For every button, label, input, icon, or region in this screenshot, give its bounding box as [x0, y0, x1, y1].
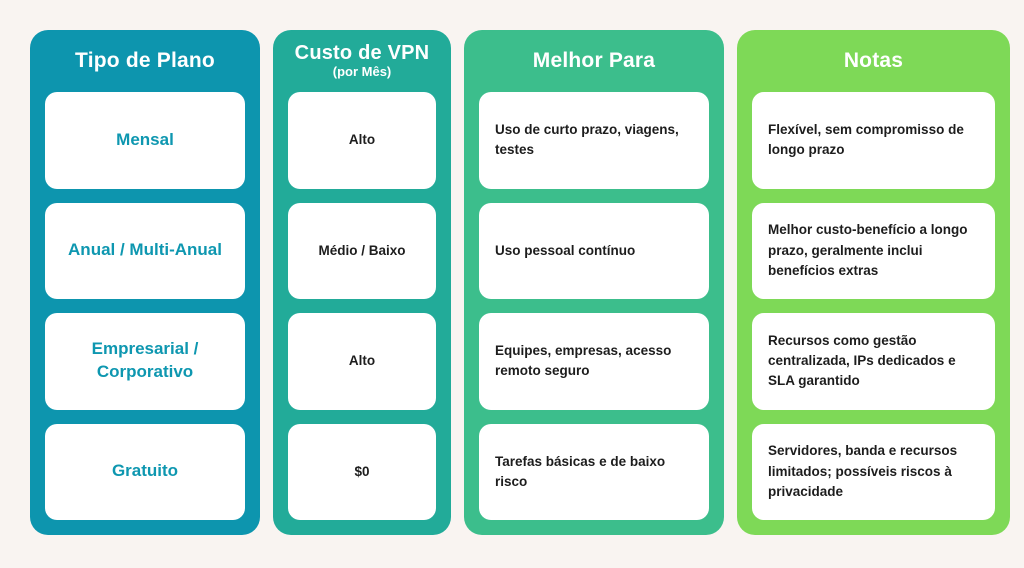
- cell-plan-row-1: Anual / Multi-Anual: [45, 202, 245, 299]
- cell-text: Uso de curto prazo, viagens, testes: [495, 122, 679, 158]
- cell-notas-row-3: Servidores, banda e recursos limitados; …: [752, 423, 995, 520]
- column-title: Melhor Para: [532, 49, 656, 73]
- cell-notas-row-1: Melhor custo-benefício a longo prazo, ge…: [752, 202, 995, 299]
- cell-text: Equipes, empresas, acesso remoto seguro: [495, 343, 672, 379]
- cell-melhor-row-1: Uso pessoal contínuo: [479, 202, 709, 299]
- column-cards: Mensal Anual / Multi-Anual Empresarial /…: [45, 92, 245, 520]
- cell-plan-row-0: Mensal: [45, 92, 245, 189]
- cell-text: Tarefas básicas e de baixo risco: [495, 453, 666, 489]
- cell-text: Alto: [348, 353, 376, 369]
- column-cards: Uso de curto prazo, viagens, testes Uso …: [479, 92, 709, 520]
- cell-text: Empresarial / Corporativo: [91, 339, 199, 382]
- column-header-tipo-de-plano: Tipo de Plano: [45, 30, 245, 92]
- cell-text: Anual / Multi-Anual: [68, 240, 222, 260]
- cell-text: Flexível, sem compromisso de longo prazo: [768, 122, 964, 158]
- cell-melhor-row-0: Uso de curto prazo, viagens, testes: [479, 92, 709, 189]
- cell-notas-row-0: Flexível, sem compromisso de longo prazo: [752, 92, 995, 189]
- column-header-custo-de-vpn: Custo de VPN (por Mês): [288, 30, 436, 92]
- cell-text: Gratuito: [111, 461, 179, 481]
- cell-custo-row-0: Alto: [288, 92, 436, 189]
- column-melhor-para: Melhor Para Uso de curto prazo, viagens,…: [464, 30, 724, 535]
- cell-melhor-row-3: Tarefas básicas e de baixo risco: [479, 423, 709, 520]
- column-header-melhor-para: Melhor Para: [479, 30, 709, 92]
- cell-text: Médio / Baixo: [318, 242, 406, 258]
- column-tipo-de-plano: Tipo de Plano Mensal Anual / Multi-Anual…: [30, 30, 260, 535]
- cell-custo-row-3: $0: [288, 423, 436, 520]
- cell-custo-row-1: Médio / Baixo: [288, 202, 436, 299]
- cell-text: Uso pessoal contínuo: [495, 242, 636, 258]
- cell-melhor-row-2: Equipes, empresas, acesso remoto seguro: [479, 313, 709, 410]
- cell-text: Mensal: [116, 129, 174, 149]
- cell-text: Servidores, banda e recursos limitados; …: [768, 443, 958, 499]
- column-header-notas: Notas: [752, 30, 995, 92]
- column-title: Notas: [843, 49, 904, 73]
- column-cards: Flexível, sem compromisso de longo prazo…: [752, 92, 995, 520]
- cell-text: Melhor custo-benefício a longo prazo, ge…: [768, 222, 968, 278]
- column-custo-de-vpn: Custo de VPN (por Mês) Alto Médio / Baix…: [273, 30, 451, 535]
- cell-text: Recursos como gestão centralizada, IPs d…: [768, 332, 956, 389]
- column-title: Custo de VPN: [294, 42, 430, 65]
- column-cards: Alto Médio / Baixo Alto $0: [288, 92, 436, 520]
- cell-plan-row-3: Gratuito: [45, 423, 245, 520]
- cell-text: $0: [354, 463, 370, 479]
- cell-notas-row-2: Recursos como gestão centralizada, IPs d…: [752, 313, 995, 410]
- cell-custo-row-2: Alto: [288, 313, 436, 410]
- column-notas: Notas Flexível, sem compromisso de longo…: [737, 30, 1010, 535]
- column-subtitle: (por Mês): [332, 64, 392, 80]
- cell-text: Alto: [348, 132, 376, 148]
- cell-plan-row-2: Empresarial / Corporativo: [45, 313, 245, 410]
- column-title: Tipo de Plano: [75, 49, 215, 73]
